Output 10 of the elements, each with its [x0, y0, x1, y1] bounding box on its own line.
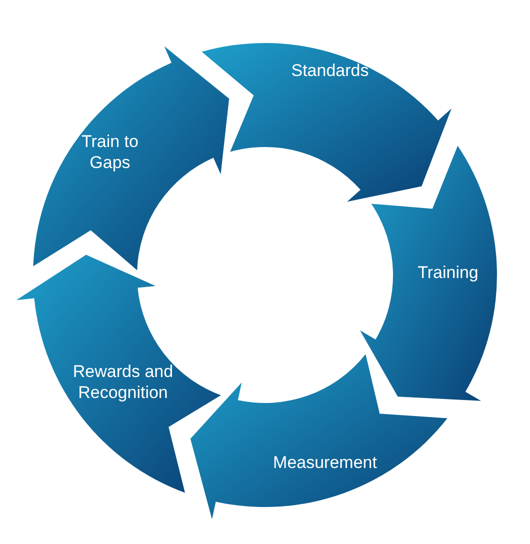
segment-label: Train to Gaps [80, 131, 140, 173]
segment-label: Standards [291, 60, 369, 80]
cycle-arrow-segment [360, 146, 497, 401]
cycle-arrow-segment [33, 46, 230, 270]
cycle-arrow-segment [190, 354, 448, 520]
cycle-arrow-segment [16, 254, 221, 493]
segment-label: Training [418, 262, 478, 282]
segment-label: Rewards and Recognition [72, 361, 174, 403]
cycle-arrow-segment [202, 43, 452, 202]
segment-label: Measurement [273, 452, 377, 472]
